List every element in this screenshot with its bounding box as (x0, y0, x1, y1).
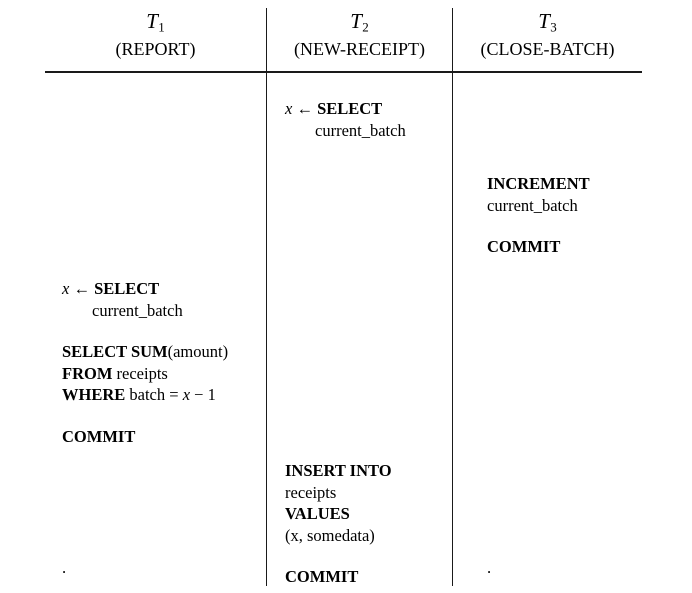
statement-line: FROM receipts (62, 363, 228, 385)
column-header-t2: T2 (NEW-RECEIPT) (267, 8, 452, 61)
transaction-symbol-letter: T (538, 9, 551, 33)
statement-text: receipts (112, 363, 168, 383)
transaction-symbol-t3: T3 (538, 9, 557, 35)
sql-keyword: VALUES (285, 504, 350, 523)
statement-line: INSERT INTO (285, 460, 392, 482)
statement-line: (x, somedata) (285, 525, 392, 547)
variable-x: x (62, 279, 70, 298)
statement-line: COMMIT (285, 566, 358, 588)
statement-line: VALUES (285, 503, 392, 525)
transaction-symbol-t1: T1 (146, 9, 165, 35)
statement-text: receipts (285, 482, 337, 502)
statement-text: current_batch (487, 195, 578, 215)
statement-text: (amount) (167, 342, 229, 361)
statement-block-t3-increment: INCREMENT current_batch (487, 173, 590, 216)
transaction-symbol-subscript: 2 (362, 19, 369, 35)
column-divider-t2-t3 (452, 8, 453, 586)
variable-x: x (182, 385, 191, 404)
header-horizontal-rule (45, 71, 642, 73)
statement-text: ← (69, 279, 95, 298)
column-header-t3: T3 (CLOSE-BATCH) (453, 8, 642, 61)
sql-keyword: COMMIT (487, 237, 561, 256)
statement-line: INCREMENT (487, 173, 590, 195)
statement-line: current_batch (487, 195, 590, 217)
statement-text: current_batch (315, 120, 406, 140)
statement-line: COMMIT (62, 426, 135, 448)
sql-keyword: FROM (62, 363, 113, 383)
statement-text: − 1 (190, 385, 216, 404)
column-divider-t1-t2 (266, 8, 267, 586)
statement-block-t2-commit: COMMIT (285, 566, 358, 588)
sql-keyword: SELECT (94, 279, 160, 298)
transaction-symbol-subscript: 1 (158, 19, 165, 35)
sql-keyword: SELECT (317, 99, 383, 118)
statement-line: current_batch (285, 120, 406, 142)
statement-text: ← (292, 99, 318, 118)
transaction-symbol-t2: T2 (350, 9, 369, 35)
sql-keyword: WHERE (62, 385, 126, 404)
transaction-symbol-subscript: 3 (550, 19, 557, 35)
transaction-name-t3: (CLOSE-BATCH) (480, 38, 615, 59)
transaction-symbol-letter: T (350, 9, 363, 33)
sql-keyword: INSERT INTO (285, 461, 392, 480)
statement-line: receipts (285, 482, 392, 504)
trailing-dot-t1-dot: . (62, 558, 67, 577)
statement-block-t1-commit: COMMIT (62, 426, 135, 448)
statement-block-t3-commit: COMMIT (487, 236, 560, 258)
transaction-symbol-letter: T (146, 9, 159, 33)
sql-keyword: COMMIT (285, 567, 359, 586)
sql-keyword: COMMIT (62, 427, 136, 446)
transaction-name-t2: (NEW-RECEIPT) (294, 38, 425, 59)
variable-x: x (285, 99, 293, 118)
statement-line: COMMIT (487, 236, 560, 258)
statement-line: SELECT SUM(amount) (62, 341, 228, 363)
trailing-dot-t3-dot: . (487, 558, 492, 577)
statement-text: (x, somedata) (285, 525, 375, 545)
statement-line: current_batch (62, 300, 183, 322)
sql-keyword: INCREMENT (487, 174, 590, 193)
statement-line: x ← SELECT (62, 278, 183, 300)
sql-keyword: SELECT SUM (62, 342, 168, 361)
statement-text: current_batch (92, 300, 183, 320)
statement-line: WHERE batch = x − 1 (62, 384, 228, 406)
column-header-t1: T1 (REPORT) (45, 8, 266, 61)
statement-line: x ← SELECT (285, 98, 406, 120)
transaction-name-t1: (REPORT) (115, 38, 196, 59)
statement-text: batch = (125, 385, 183, 404)
